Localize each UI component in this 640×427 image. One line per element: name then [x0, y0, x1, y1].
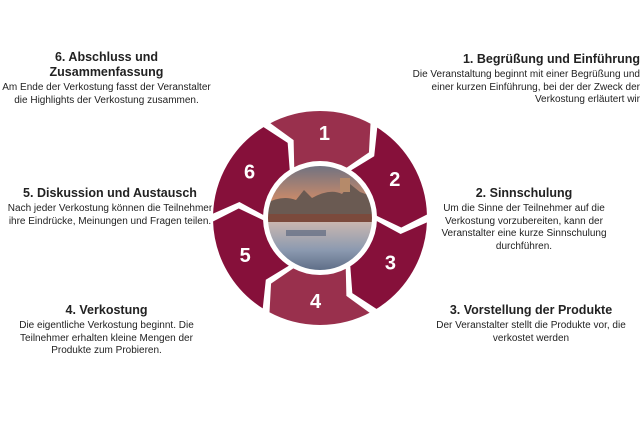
cycle-segment-2	[347, 124, 429, 230]
cycle-number-4: 4	[310, 291, 322, 313]
step-1-text: 1. Begrüßung und Einführung Die Veransta…	[406, 52, 640, 107]
center-photo	[266, 164, 374, 272]
cycle-segment-3	[348, 217, 430, 312]
cycle-segment-5	[211, 206, 293, 312]
step-4-title: 4. Verkostung	[65, 303, 148, 317]
cycle-number-1: 1	[319, 123, 330, 145]
cycle-number-2: 2	[389, 169, 400, 191]
cycle-number-3: 3	[385, 253, 396, 275]
cycle-segment-4	[267, 265, 374, 327]
step-6-text: 6. Abschluss und Zusammenfassung Am Ende…	[0, 50, 213, 107]
cycle-segment-1	[266, 109, 373, 171]
photo-ring	[264, 162, 376, 274]
step-1-description: Die Veranstaltung beginnt mit einer Begr…	[412, 69, 640, 105]
step-2-description: Um die Sinne der Teilnehmer auf die Verk…	[441, 203, 607, 252]
step-5-title: 5. Diskussion und Austausch	[23, 186, 197, 200]
cycle-number-6: 6	[244, 161, 255, 183]
step-6-description: Am Ende der Verkostung fasst der Veranst…	[2, 82, 211, 106]
step-5-description: Nach jeder Verkostung können die Teilneh…	[7, 203, 213, 227]
step-6-title: 6. Abschluss und Zusammenfassung	[49, 50, 164, 79]
step-4-text: 4. Verkostung Die eigentliche Verkostung…	[0, 303, 213, 358]
cycle-number-5: 5	[240, 245, 251, 267]
step-2-text: 2. Sinnschulung Um die Sinne der Teilneh…	[422, 186, 626, 253]
step-5-text: 5. Diskussion und Austausch Nach jeder V…	[0, 186, 220, 228]
step-4-description: Die eigentliche Verkostung beginnt. Die …	[19, 320, 194, 356]
cycle-diagram: 1 2 3 4 5 6	[210, 109, 430, 327]
step-1-title: 1. Begrüßung und Einführung	[462, 52, 640, 66]
step-2-title: 2. Sinnschulung	[475, 186, 573, 200]
step-3-text: 3. Vorstellung der Produkte Der Veransta…	[422, 303, 640, 345]
cycle-numbers: 1 2 3 4 5 6	[240, 123, 401, 313]
step-3-description: Der Veranstalter stellt die Produkte vor…	[436, 320, 626, 344]
step-3-title: 3. Vorstellung der Produkte	[449, 303, 613, 317]
